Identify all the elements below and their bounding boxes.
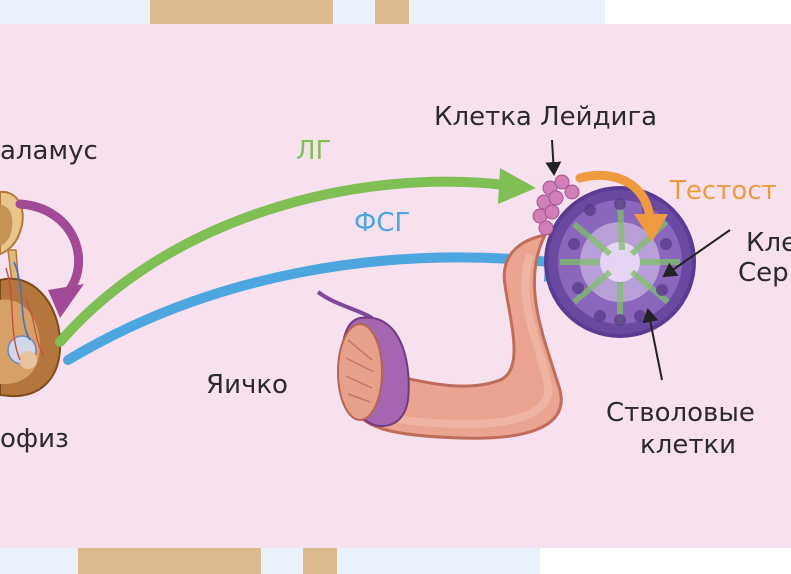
label-hypothalamus: аламус bbox=[0, 136, 98, 166]
stem-cells-pointer bbox=[642, 308, 663, 381]
feedback-arrow bbox=[15, 199, 84, 297]
pituitary-illustration bbox=[0, 190, 62, 398]
label-lh: ЛГ bbox=[296, 136, 332, 166]
fsh-arrow bbox=[63, 252, 555, 365]
testosterone-arrowhead bbox=[634, 214, 668, 242]
label-sertoli-line1: Кле bbox=[746, 228, 791, 258]
top-bar-tab-1 bbox=[150, 0, 333, 24]
testis-illustration bbox=[316, 290, 410, 428]
bottom-bar-tab-1 bbox=[78, 548, 261, 574]
feedback-arrowhead bbox=[48, 284, 84, 318]
sertoli-pointer bbox=[662, 229, 731, 278]
label-testis: Яичко bbox=[206, 370, 288, 400]
lh-arrow bbox=[55, 176, 510, 347]
label-stem-cells-line2: клетки bbox=[640, 430, 737, 460]
label-sertoli-line2: Сер bbox=[738, 258, 789, 288]
label-fsh: ФСГ bbox=[354, 208, 411, 238]
leydig-cell-cluster bbox=[532, 174, 580, 236]
testosterone-arrow bbox=[575, 170, 655, 225]
leydig-pointer bbox=[545, 139, 562, 176]
label-testosterone: Тестост bbox=[670, 176, 777, 206]
tubule-cross-section bbox=[544, 186, 696, 338]
lh-arrowhead bbox=[498, 168, 536, 204]
top-bar-tab-2 bbox=[375, 0, 409, 24]
label-leydig-cell: Клетка Лейдига bbox=[434, 102, 658, 132]
bottom-bar-tab-2 bbox=[303, 548, 337, 574]
label-pituitary: офиз bbox=[0, 424, 69, 454]
label-stem-cells-line1: Стволовые bbox=[606, 398, 755, 428]
